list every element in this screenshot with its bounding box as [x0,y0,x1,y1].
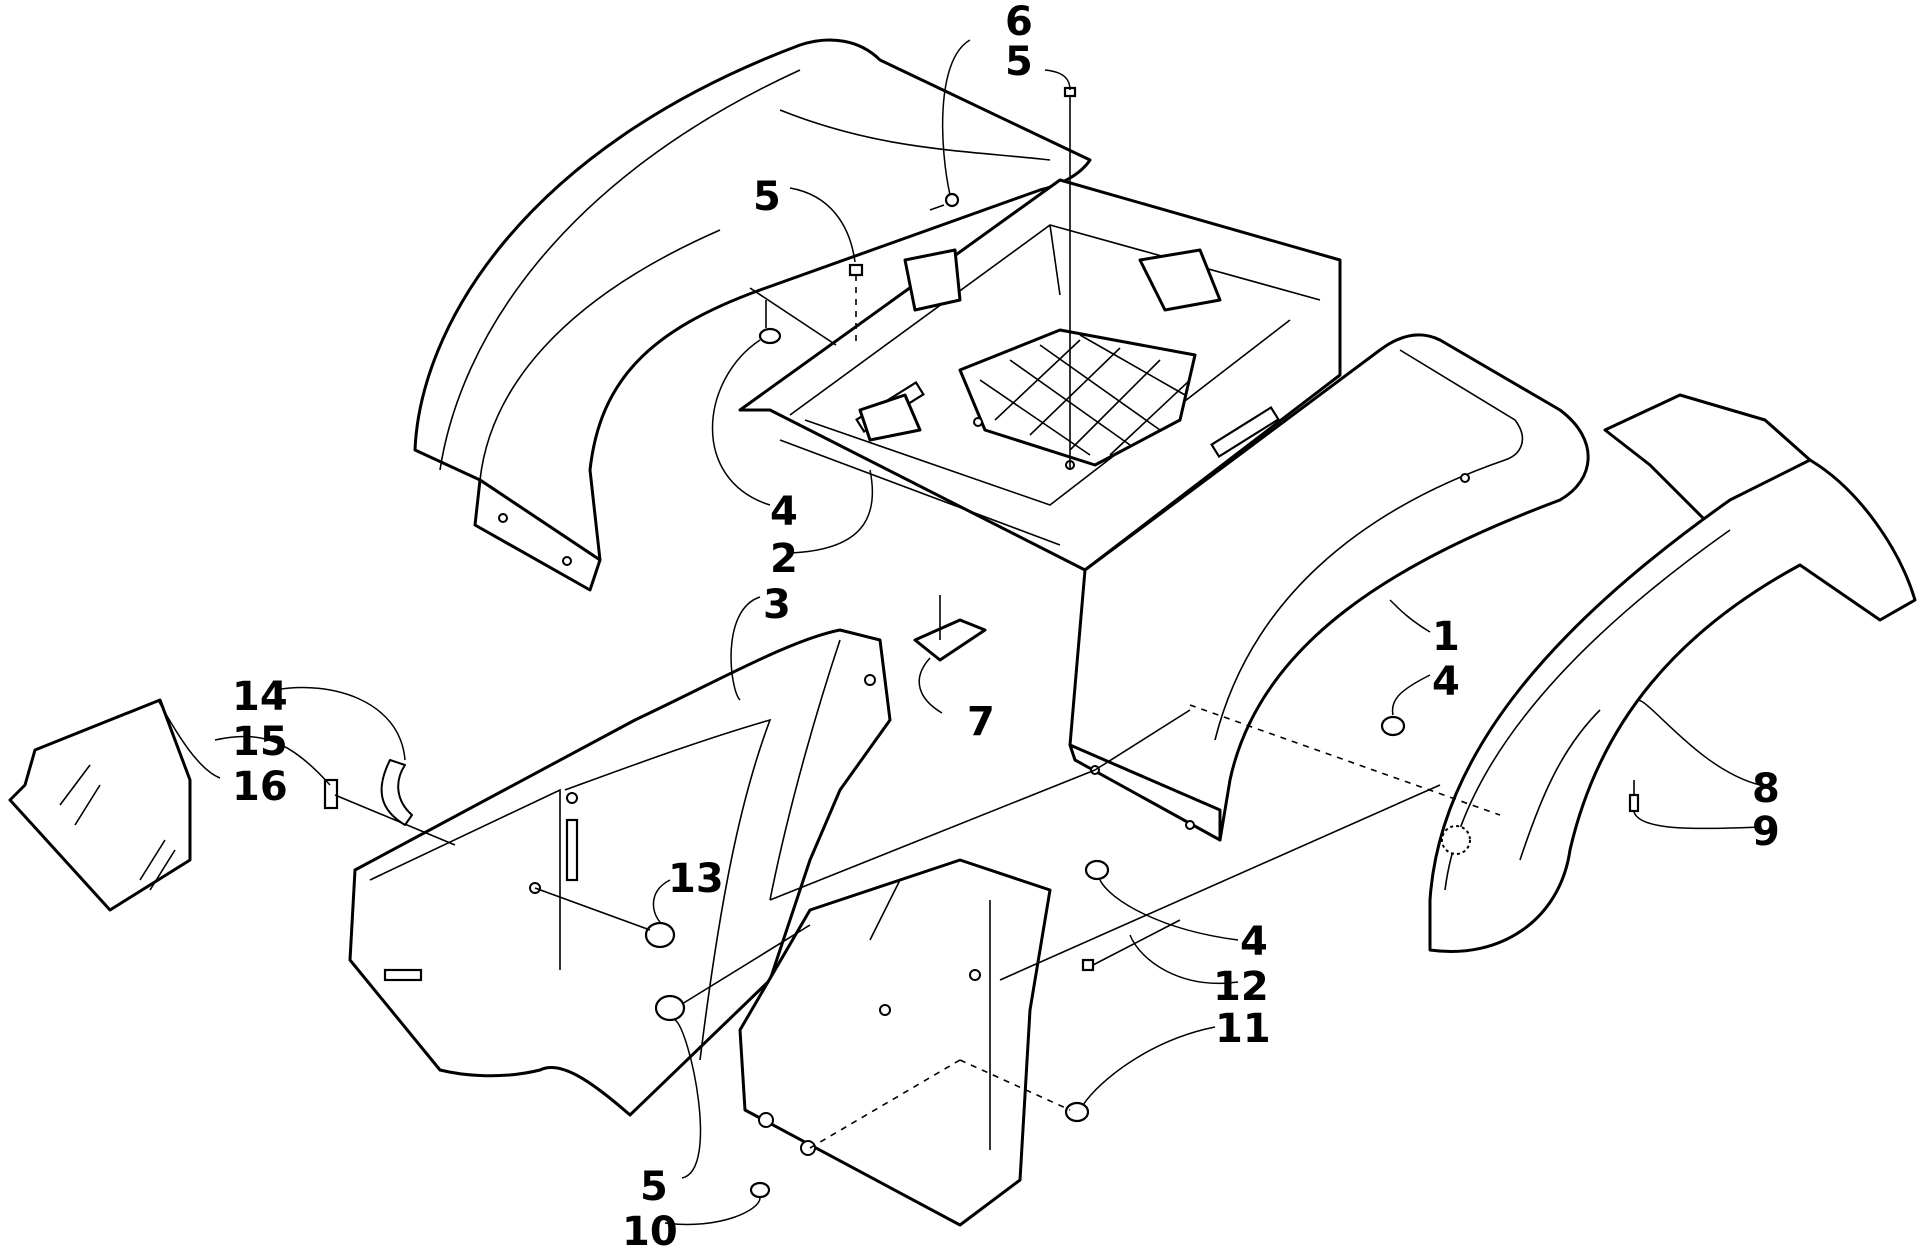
far-right-fender [1428,393,1917,953]
callouts: 6 5 5 4 2 3 1 4 7 14 15 16 13 8 9 4 12 1… [232,0,1780,1255]
callout-1: 1 [1432,614,1460,660]
right-side-fender [1068,333,1590,842]
splash-shield [8,698,192,912]
callout-3: 3 [763,582,791,628]
callout-12: 12 [1213,964,1269,1010]
left-side-panel [348,628,892,1117]
callout-5-rack: 5 [753,174,781,220]
callout-4-left: 4 [770,489,798,535]
callout-6-top: 6 [1005,0,1033,45]
hardware [323,86,1640,1199]
callout-5-top: 5 [1005,39,1033,85]
leader-lines [157,39,1761,1226]
callout-9: 9 [1752,809,1780,855]
callout-16: 16 [232,764,288,810]
lower-mud-flap [738,858,1052,1227]
callout-4-flap: 4 [1240,919,1268,965]
callout-14: 14 [232,674,288,720]
callout-2: 2 [770,536,798,582]
callout-13: 13 [668,856,724,902]
callout-15: 15 [232,719,288,765]
callout-8: 8 [1752,766,1780,812]
callout-10: 10 [622,1209,678,1255]
callout-5-bottom: 5 [640,1164,668,1210]
rear-left-fender [413,38,1092,592]
callout-11: 11 [1215,1006,1271,1052]
callout-7: 7 [967,699,995,745]
callout-4-fender: 4 [1432,659,1460,705]
